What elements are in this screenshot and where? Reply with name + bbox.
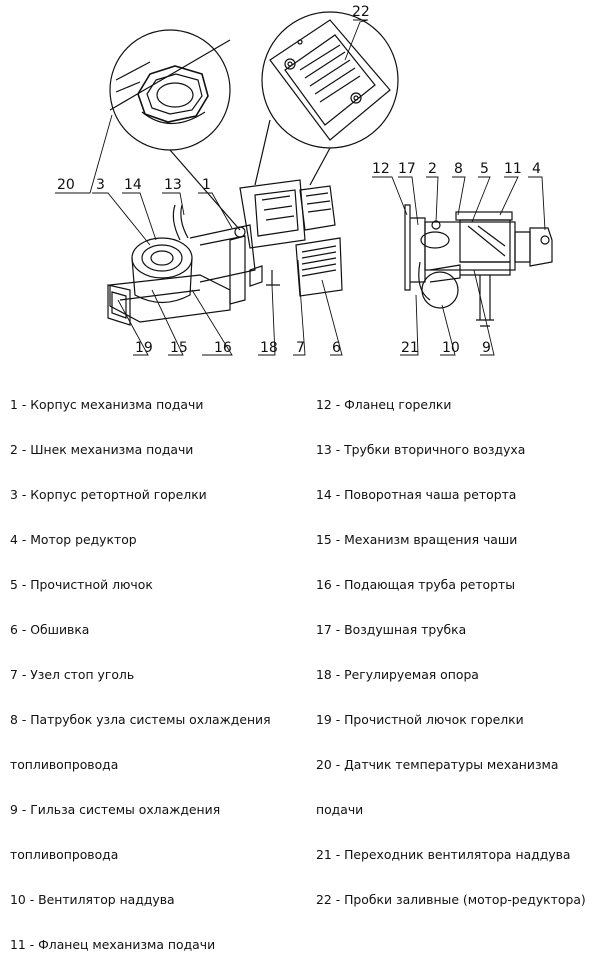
legend-item: топливопровода xyxy=(10,847,119,862)
callout-7: 7 xyxy=(296,340,305,356)
legend-item: топливопровода xyxy=(10,757,119,772)
legend-item: 8 - Патрубок узла системы охлаждения xyxy=(10,712,271,727)
legend-item: 18 - Регулируемая опора xyxy=(316,667,479,682)
callout-18: 18 xyxy=(260,340,278,356)
callout-15: 15 xyxy=(170,340,188,356)
legend-item: 3 - Корпус ретортной горелки xyxy=(10,487,207,502)
legend-item: 14 - Поворотная чаша ретортa xyxy=(316,487,517,502)
legend-item: подачи xyxy=(316,802,364,817)
legend-item: 9 - Гильза системы охлаждения xyxy=(10,802,221,817)
callout-6: 6 xyxy=(332,340,341,356)
legend-item: 1 - Корпус механизма подачи xyxy=(10,397,204,412)
callout-2: 2 xyxy=(428,161,437,177)
iso-assembly xyxy=(107,179,343,326)
legend-item: 13 - Трубки вторичного воздуха xyxy=(316,442,526,457)
callout-16: 16 xyxy=(214,340,232,356)
legend-left: 1 - Корпус механизма подачи 2 - Шнек мех… xyxy=(10,367,271,967)
legend-item: 17 - Воздушная трубка xyxy=(316,622,467,637)
legend-item: 2 - Шнек механизма подачи xyxy=(10,442,194,457)
callout-17: 17 xyxy=(398,161,416,177)
callout-12: 12 xyxy=(372,161,390,177)
callout-1: 1 xyxy=(202,177,211,193)
burner-diagram: 22 20 3 14 13 1 19 15 16 18 7 6 12 17 2 … xyxy=(55,4,553,356)
detail-circle-sensor xyxy=(109,29,231,151)
legend-item: 12 - Фланец горелки xyxy=(316,397,452,412)
legend-item: 4 - Мотор редуктор xyxy=(10,532,137,547)
callout-11: 11 xyxy=(504,161,522,177)
legend-item: 7 - Узел стоп уголь xyxy=(10,667,135,682)
side-view xyxy=(404,204,553,327)
legend-item: 21 - Переходник вентилятора наддува xyxy=(316,847,571,862)
detail-circle-plugs xyxy=(261,11,399,149)
legend-item: 5 - Прочистной лючок xyxy=(10,577,153,592)
legend-item: 19 - Прочистной лючок горелки xyxy=(316,712,524,727)
callout-19: 19 xyxy=(135,340,153,356)
legend-right: 12 - Фланец горелки 13 - Трубки вторично… xyxy=(316,367,586,922)
callout-13: 13 xyxy=(164,177,182,193)
callout-20: 20 xyxy=(57,177,75,193)
legend-item: 16 - Подающая труба реторты xyxy=(316,577,516,592)
callout-5: 5 xyxy=(480,161,489,177)
legend-item: 15 - Механизм вращения чаши xyxy=(316,532,518,547)
legend-item: 22 - Пробки заливные (мотор-редуктора) xyxy=(316,892,586,907)
callout-3: 3 xyxy=(96,177,105,193)
callout-4: 4 xyxy=(532,161,541,177)
callout-leaders xyxy=(55,19,546,356)
legend-item: 6 - Обшивка xyxy=(10,622,90,637)
callout-9: 9 xyxy=(482,340,491,356)
legend-item: 10 - Вентилятор наддува xyxy=(10,892,175,907)
callout-8: 8 xyxy=(454,161,463,177)
legend-item: 11 - Фланец механизма подачи xyxy=(10,937,216,952)
callout-labels: 22 20 3 14 13 1 19 15 16 18 7 6 12 17 2 … xyxy=(57,4,541,356)
callout-22: 22 xyxy=(352,4,370,20)
legend-item: 20 - Датчик температуры механизма xyxy=(316,757,559,772)
callout-21: 21 xyxy=(401,340,419,356)
callout-14: 14 xyxy=(124,177,142,193)
callout-10: 10 xyxy=(442,340,460,356)
